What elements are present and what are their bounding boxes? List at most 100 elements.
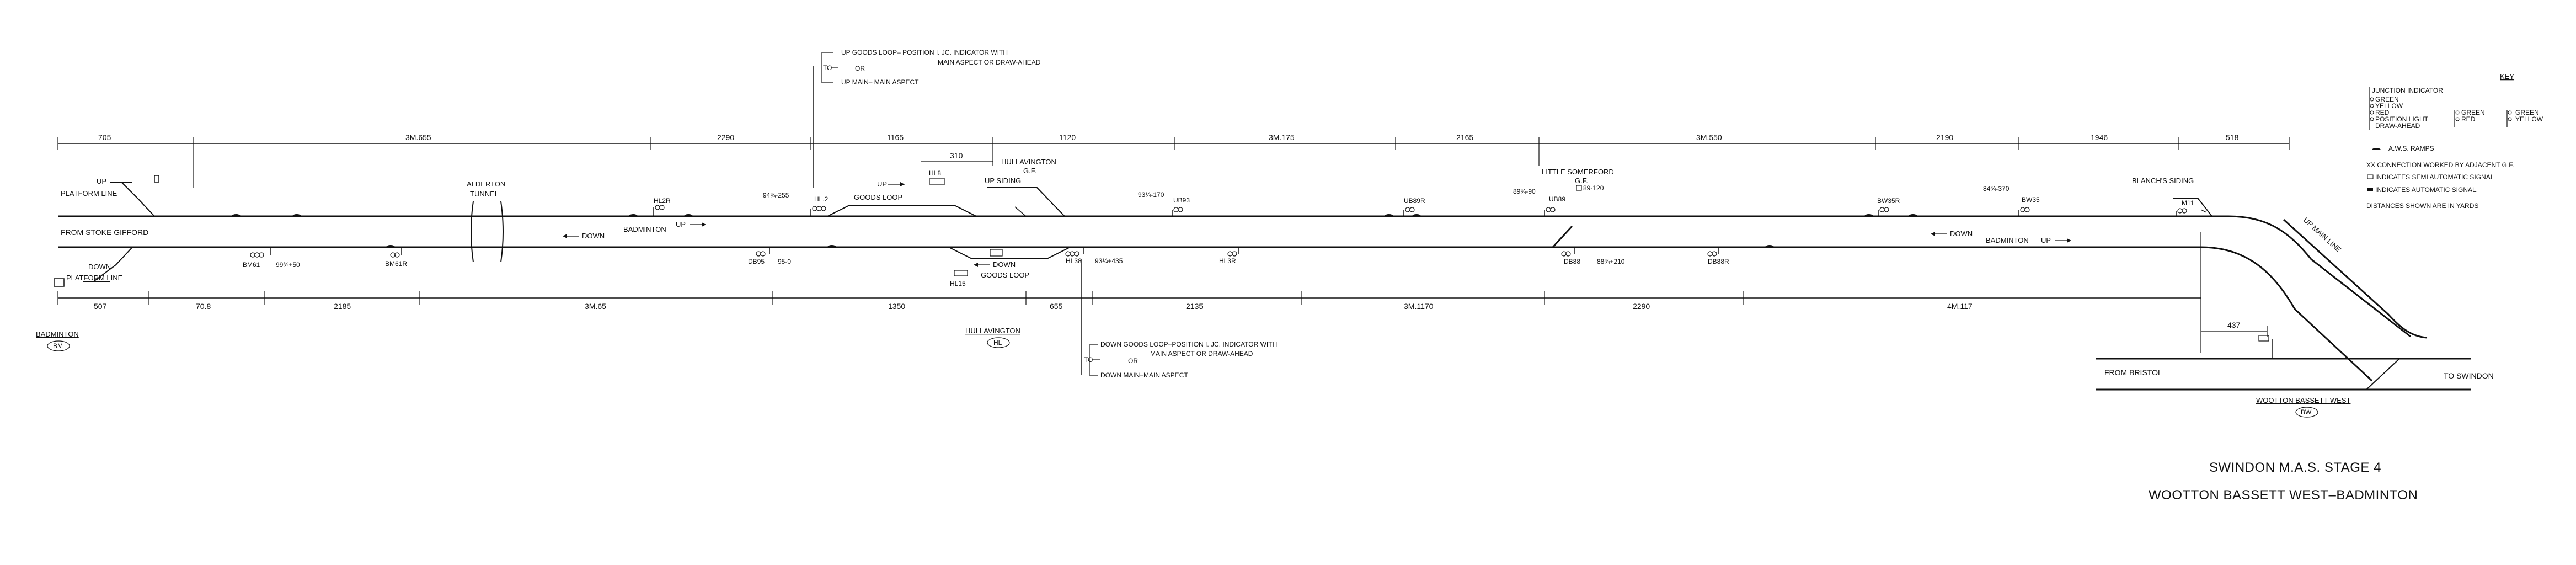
key-red-2: RED <box>2461 115 2476 123</box>
dim-top-2: 2290 <box>717 133 734 142</box>
key-yellow: YELLOW <box>2375 102 2403 110</box>
signal-bw35-label: BW35 <box>2022 196 2040 204</box>
little-somerford-label: LITTLE SOMERFORD <box>1542 168 1614 176</box>
sidings-right <box>1552 198 2212 248</box>
dim-bot-10: 437 <box>2227 321 2241 329</box>
from-stoke-gifford: FROM STOKE GIFFORD <box>61 228 148 237</box>
alderton-label-1: ALDERTON <box>467 180 505 188</box>
mileage-m5: 84¾-370 <box>1983 185 2010 193</box>
signal-bw35r-label: BW35R <box>1877 197 1900 205</box>
signal-hl38-label: HL38 <box>1066 257 1082 265</box>
dim-bot-1: 70.8 <box>196 302 211 311</box>
signal-ub93-label: UB93 <box>1173 196 1190 204</box>
signal-hl2r: HL2R <box>653 197 671 216</box>
mileage-m6: 99¾+50 <box>276 261 300 269</box>
dim-bot-3: 3M.65 <box>585 302 606 311</box>
signal-ub89: UB89 89¾-90 89-120 <box>1513 184 1604 216</box>
hullavington-gf-label-2: G.F. <box>1023 167 1036 175</box>
legend-key: KEY JUNCTION INDICATOR GREEN YELLOW RED … <box>2366 72 2543 210</box>
mileage-m2: 93¼-170 <box>1138 191 1164 199</box>
signals: HL2R HL.2 94¾-255 HL8 UB93 93¼-170 <box>243 169 2273 359</box>
badminton-right-label: BADMINTON <box>1986 236 2029 244</box>
main-tracks <box>58 215 2471 391</box>
key-junction: JUNCTION INDICATOR <box>2372 87 2443 94</box>
mileage-m1: 94¾-255 <box>763 191 789 199</box>
note-bottom-or: OR <box>1128 357 1138 365</box>
dim-bot-4: 1350 <box>888 302 905 311</box>
mileage-m9: 88¾+210 <box>1597 258 1625 265</box>
goods-loops <box>827 187 1071 259</box>
signal-db95: DB95 95-0 <box>748 247 791 265</box>
signal-db95-label: DB95 <box>748 258 765 265</box>
dim-top-9: 2190 <box>1936 133 1953 142</box>
signal-hl15: HL15 <box>950 270 968 287</box>
buffer-stop <box>54 278 65 287</box>
key-distances: DISTANCES SHOWN ARE IN YARDS <box>2366 202 2478 210</box>
to-swindon-label: TO SWINDON <box>2444 371 2494 380</box>
title-block: SWINDON M.A.S. STAGE 4 WOOTTON BASSETT W… <box>2149 460 2418 503</box>
diagram-title-line-1: SWINDON M.A.S. STAGE 4 <box>2209 460 2381 475</box>
badminton-code: BM <box>53 342 63 350</box>
signal-hl3r-label: HL3R <box>1219 257 1236 265</box>
bottom-dimension-labels: 507 70.8 2185 3M.65 1350 655 2135 3M.117… <box>94 302 2241 329</box>
note-top-line3: UP MAIN– MAIN ASPECT <box>841 78 919 86</box>
signal-hl15-label: HL15 <box>950 280 966 287</box>
key-draw-ahead: DRAW-AHEAD <box>2375 122 2420 130</box>
signal-hl2: HL.2 94¾-255 <box>763 191 829 216</box>
from-bristol-label: FROM BRISTOL <box>2104 368 2162 377</box>
up-main-line-branch <box>2283 218 2428 339</box>
badminton-up-label: BADMINTON <box>623 225 666 233</box>
up-main-line-label: UP MAIN LINE <box>2302 216 2343 254</box>
blanchs-siding-label: BLANCH'S SIDING <box>2132 177 2194 185</box>
signal-ub89-label: UB89 <box>1549 195 1565 203</box>
signal-hl8: HL8 <box>929 169 945 185</box>
signal-bm61r-label: BM61R <box>385 260 407 268</box>
note-top-to: TO <box>823 64 832 72</box>
signal-bw35r: BW35R <box>1877 197 1900 216</box>
note-bottom-line2: MAIN ASPECT OR DRAW-AHEAD <box>1150 350 1253 358</box>
key-red: RED <box>2375 109 2390 116</box>
up-platform-label-2: PLATFORM LINE <box>61 189 117 198</box>
up-direction-right: UP <box>2041 236 2051 244</box>
dim-top-6: 3M.175 <box>1269 133 1295 142</box>
key-green: GREEN <box>2375 95 2399 103</box>
up-goods-label: UP <box>877 180 887 188</box>
key-title: KEY <box>2500 72 2514 81</box>
dim-bot-6: 2135 <box>1186 302 1203 311</box>
little-somerford-gf: G.F. <box>1575 177 1588 185</box>
dim-top-0: 705 <box>98 133 111 142</box>
up-siding <box>987 187 1065 217</box>
signal-db88-label: DB88 <box>1564 258 1580 265</box>
dim-bot-8: 2290 <box>1633 302 1650 311</box>
signal-m11: M11 <box>2176 199 2194 216</box>
hullavington-code: HL <box>993 339 1002 347</box>
signal-db88r-label: DB88R <box>1708 258 1729 265</box>
signal-ub93: UB93 93¼-170 <box>1138 191 1190 216</box>
up-direction-left: UP <box>676 220 686 228</box>
down-goods-label: DOWN <box>993 260 1016 269</box>
signal-hl8-label: HL8 <box>929 169 941 177</box>
track-labels: UP PLATFORM LINE FROM STOKE GIFFORD DOWN… <box>61 177 2494 380</box>
mileage-m4: 89-120 <box>1583 184 1604 192</box>
signal-hl2r-label: HL2R <box>654 197 671 205</box>
alderton-tunnel <box>471 201 504 263</box>
dim-bot-9: 4M.117 <box>1947 302 1973 311</box>
key-green-2: GREEN <box>2461 109 2485 116</box>
key-aws: A.W.S. RAMPS <box>2388 145 2434 152</box>
dim-top-1: 3M.655 <box>405 133 431 142</box>
dim-top-3: 1165 <box>887 133 904 142</box>
note-top-line2: MAIN ASPECT OR DRAW-AHEAD <box>938 58 1041 66</box>
note-bottom-to: TO <box>1084 356 1093 364</box>
junction-note-top: TO UP GOODS LOOP– POSITION I. JC. INDICA… <box>813 49 1041 188</box>
down-platform-label-2: PLATFORM LINE <box>66 274 123 282</box>
down-platform-label-1: DOWN <box>88 263 111 271</box>
dim-top-10: 1946 <box>2091 133 2108 142</box>
dim-top-11: 518 <box>2226 133 2239 142</box>
down-platform-line <box>93 247 133 282</box>
alderton-label-2: TUNNEL <box>470 190 499 198</box>
signal-hl38: HL38 93¼+435 <box>1065 247 1123 265</box>
dim-top-8: 3M.550 <box>1696 133 1722 142</box>
key-auto: INDICATES AUTOMATIC SIGNAL. <box>2375 186 2478 194</box>
up-siding-label: UP SIDING <box>985 177 1021 185</box>
down-main-curve <box>2200 246 2373 382</box>
